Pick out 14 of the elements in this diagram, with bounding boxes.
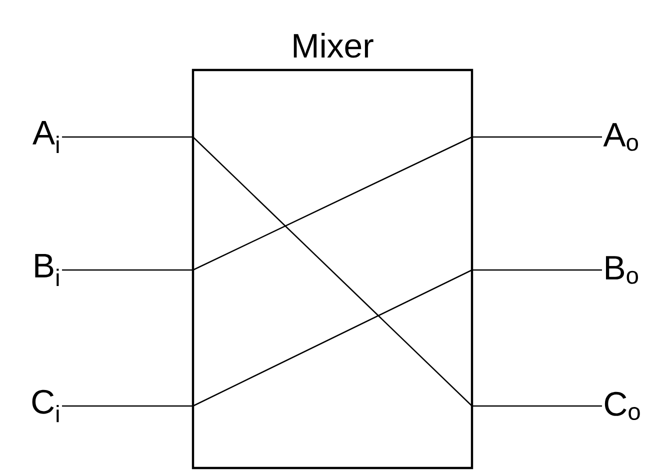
signal-line [62, 269, 193, 271]
signal-line [62, 405, 193, 407]
port-label: B$_{i}$ [35, 254, 59, 286]
port-label: C$_{o}$ [604, 392, 640, 420]
signal-line [472, 405, 602, 407]
port-label: B$_{o}$ [606, 256, 638, 284]
signal-line [472, 269, 602, 271]
signal-line [472, 136, 602, 138]
mixer-box: Mixer [192, 32, 474, 470]
signal-line [62, 136, 193, 138]
node-label: Mixer [294, 32, 374, 58]
port-label: A$_{o}$ [603, 123, 638, 151]
port-label: C$_{i}$ [32, 390, 59, 422]
port-label: A$_{i}$ [32, 121, 59, 153]
